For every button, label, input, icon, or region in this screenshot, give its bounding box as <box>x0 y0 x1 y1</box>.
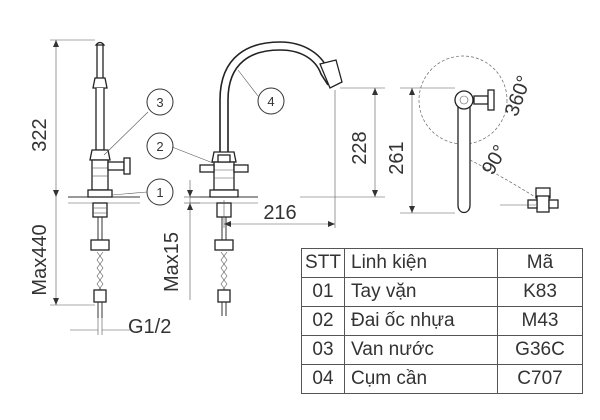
header-stt: STT <box>301 248 345 278</box>
dim-rotation-360: 360° <box>501 73 536 119</box>
dim-height-228: 228 <box>349 131 371 164</box>
row-stt: 01 <box>301 277 345 307</box>
row-stt: 02 <box>301 306 345 336</box>
parts-table: STT Linh kiện Mã 01 Tay vặn K83 02 Đai ố… <box>301 248 583 394</box>
dim-max-440: Max440 <box>29 224 51 295</box>
row-name: Van nước <box>344 335 498 365</box>
table-row: 01 Tay vặn K83 <box>301 277 583 307</box>
header-code: Mã <box>497 248 583 278</box>
table-row: 03 Van nước G36C <box>301 335 583 365</box>
dim-height-322: 322 <box>29 118 51 151</box>
row-name: Cụm cần <box>344 364 498 394</box>
callout-4: 4 <box>267 94 274 109</box>
table-row: 04 Cụm cần C707 <box>301 364 583 394</box>
row-code: M43 <box>497 306 583 336</box>
row-stt: 03 <box>301 335 345 365</box>
dim-thread-g12: G1/2 <box>128 316 171 338</box>
dim-max-15: Max15 <box>161 232 183 292</box>
front-elevation-view: Max15 216 228 4 2 <box>146 41 385 316</box>
row-code: C707 <box>497 364 583 394</box>
row-name: Đai ốc nhựa <box>344 306 498 336</box>
top-rotation-view: 261 360° 90° <box>386 55 559 214</box>
dim-spout-reach-216: 216 <box>263 202 296 224</box>
dim-height-261: 261 <box>386 141 408 174</box>
row-stt: 04 <box>301 364 345 394</box>
callout-3: 3 <box>156 95 163 110</box>
callout-1: 1 <box>156 185 163 200</box>
row-name: Tay vặn <box>344 277 498 307</box>
dim-rotation-90: 90° <box>478 141 512 178</box>
row-code: G36C <box>497 335 583 365</box>
table-header-row: STT Linh kiện Mã <box>301 248 583 278</box>
header-name: Linh kiện <box>344 248 498 278</box>
row-code: K83 <box>497 277 583 307</box>
table-row: 02 Đai ốc nhựa M43 <box>301 306 583 336</box>
callout-2: 2 <box>156 139 163 154</box>
side-elevation-view: 322 Max440 G1/2 3 1 <box>29 39 174 338</box>
